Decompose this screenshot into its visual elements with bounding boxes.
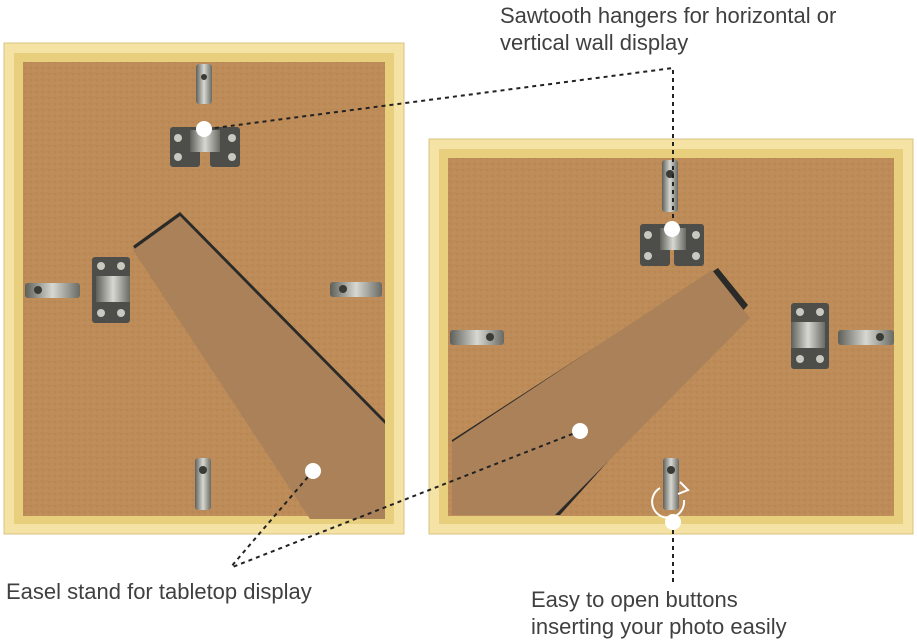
hanger-dot-right <box>664 221 680 237</box>
left-side-button-clip <box>25 283 80 298</box>
hangers-callout: Sawtooth hangers for horizontal or verti… <box>500 2 836 56</box>
left-bottom-button-clip <box>195 458 211 510</box>
callout-dots <box>196 121 681 530</box>
button-dot <box>665 514 681 530</box>
right-side-hanger <box>791 303 829 369</box>
easel-callout: Easel stand for tabletop display <box>6 578 312 605</box>
buttons-callout: Easy to open buttons inserting your phot… <box>531 586 787 640</box>
left-right-button-clip <box>330 282 382 297</box>
buttons-callout-line1: Easy to open buttons <box>531 587 738 612</box>
left-easel-stand <box>133 212 385 519</box>
easel-leader-line-1 <box>229 470 314 569</box>
left-side-hanger <box>92 257 130 323</box>
right-left-button-clip <box>450 330 504 345</box>
hanger-leader-line <box>206 66 674 229</box>
right-bottom-button-clip <box>663 458 679 510</box>
rotate-arrow-icon <box>651 481 690 519</box>
right-frame-landscape <box>428 138 914 535</box>
right-top-button-clip <box>662 160 678 212</box>
easel-dot-right <box>572 423 588 439</box>
right-easel-stand <box>452 268 750 515</box>
buttons-callout-line2: inserting your photo easily <box>531 614 787 639</box>
easel-callout-line1: Easel stand for tabletop display <box>6 579 312 604</box>
easel-dot-left <box>305 463 321 479</box>
left-top-hanger <box>170 64 240 167</box>
hangers-callout-line1: Sawtooth hangers for horizontal or <box>500 3 837 28</box>
right-right-button-clip <box>838 330 894 345</box>
left-frame-portrait <box>3 42 405 535</box>
callout-leaders <box>206 66 674 584</box>
easel-leader-line-2 <box>229 430 581 569</box>
hanger-dot-left <box>196 121 212 137</box>
hangers-callout-line2: vertical wall display <box>500 30 689 55</box>
